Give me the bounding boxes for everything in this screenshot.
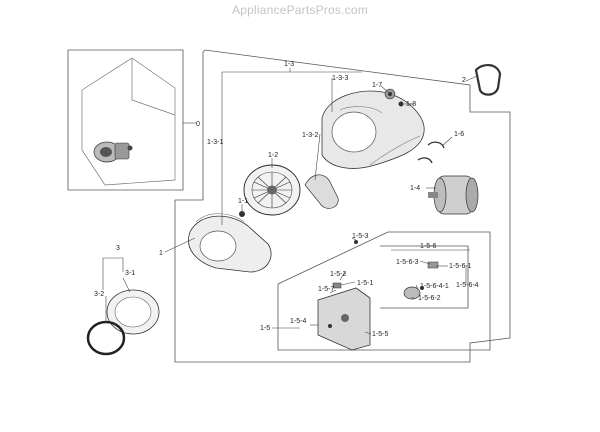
part-1-5-1-terminal bbox=[332, 282, 342, 289]
callout-1-3: 1-3 bbox=[284, 61, 294, 68]
callout-1-3-2: 1-3-2 bbox=[302, 132, 318, 139]
part-1-5-6-switch bbox=[403, 261, 439, 300]
part-1-5-3-screw bbox=[354, 240, 358, 244]
watermark: AppliancePartsPros.com bbox=[232, 3, 368, 17]
callout-1-5-3: 1-5-3 bbox=[352, 233, 368, 240]
callout-3-1: 3-1 bbox=[125, 270, 135, 277]
callout-0: 0 bbox=[196, 121, 200, 128]
callout-1-8: 1-8 bbox=[406, 101, 416, 108]
callout-1-6: 1-6 bbox=[454, 131, 464, 138]
callout-1-5-2: 1-5-2 bbox=[330, 271, 346, 278]
bracket-1-5-6 bbox=[380, 245, 469, 309]
part-1-4-motor bbox=[428, 175, 479, 215]
callout-1-5-6-2: 1-5-6-2 bbox=[418, 295, 441, 302]
callout-1-5-4: 1-5-4 bbox=[290, 318, 306, 325]
part-1-5-bracket-assembly bbox=[317, 287, 371, 351]
callout-1-7: 1-7 bbox=[372, 82, 382, 89]
callout-2: 2 bbox=[462, 77, 466, 84]
part-1-front-housing bbox=[188, 213, 272, 273]
callout-1-5: 1-5 bbox=[260, 325, 270, 332]
callout-1-5-6-3: 1-5-6-3 bbox=[396, 259, 419, 266]
part-3-1-rear-housing bbox=[106, 289, 160, 335]
callout-1-5-6-4-1: 1-5-6-4-1 bbox=[420, 283, 449, 290]
part-0-motor bbox=[93, 141, 133, 163]
callout-labels: 0 1 1-1 1-2 1-3 1-3-1 1-3-2 1-3-3 1-4 1-… bbox=[94, 61, 479, 338]
part-2-belt bbox=[474, 64, 502, 96]
callout-1-2: 1-2 bbox=[268, 152, 278, 159]
callout-1-5-7: 1-5-7 bbox=[318, 286, 334, 293]
part-1-8-screw bbox=[398, 101, 404, 107]
assembly-1-boundary bbox=[174, 49, 511, 363]
callout-1-5-6-4: 1-5-6-4 bbox=[456, 282, 479, 289]
callout-1: 1 bbox=[159, 250, 163, 257]
callout-1-1: 1-1 bbox=[238, 198, 248, 205]
callout-3-2: 3-2 bbox=[94, 291, 104, 298]
callout-1-5-6-1: 1-5-6-1 bbox=[449, 263, 472, 270]
leader-lines bbox=[102, 68, 478, 335]
callout-1-3-1: 1-3-1 bbox=[207, 139, 223, 146]
callout-1-3-3: 1-3-3 bbox=[332, 75, 348, 82]
callout-1-5-5: 1-5-5 bbox=[372, 331, 388, 338]
part-1-3-3-blower-housing bbox=[321, 90, 425, 169]
callout-3: 3 bbox=[116, 245, 120, 252]
panel-0-boundary bbox=[67, 49, 184, 191]
callout-1-5-1: 1-5-1 bbox=[357, 280, 373, 287]
callout-1-4: 1-4 bbox=[410, 185, 420, 192]
part-1-6-clamps bbox=[417, 141, 445, 164]
callout-1-5-6: 1-5-6 bbox=[420, 243, 436, 250]
part-1-1-screw bbox=[239, 211, 245, 217]
part-1-2-fan-wheel bbox=[243, 164, 301, 216]
part-3-2-gasket bbox=[86, 320, 126, 356]
panel-1-5-boundary bbox=[277, 231, 491, 351]
part-0-housing bbox=[81, 57, 176, 186]
part-1-3-1-duct bbox=[304, 174, 339, 209]
